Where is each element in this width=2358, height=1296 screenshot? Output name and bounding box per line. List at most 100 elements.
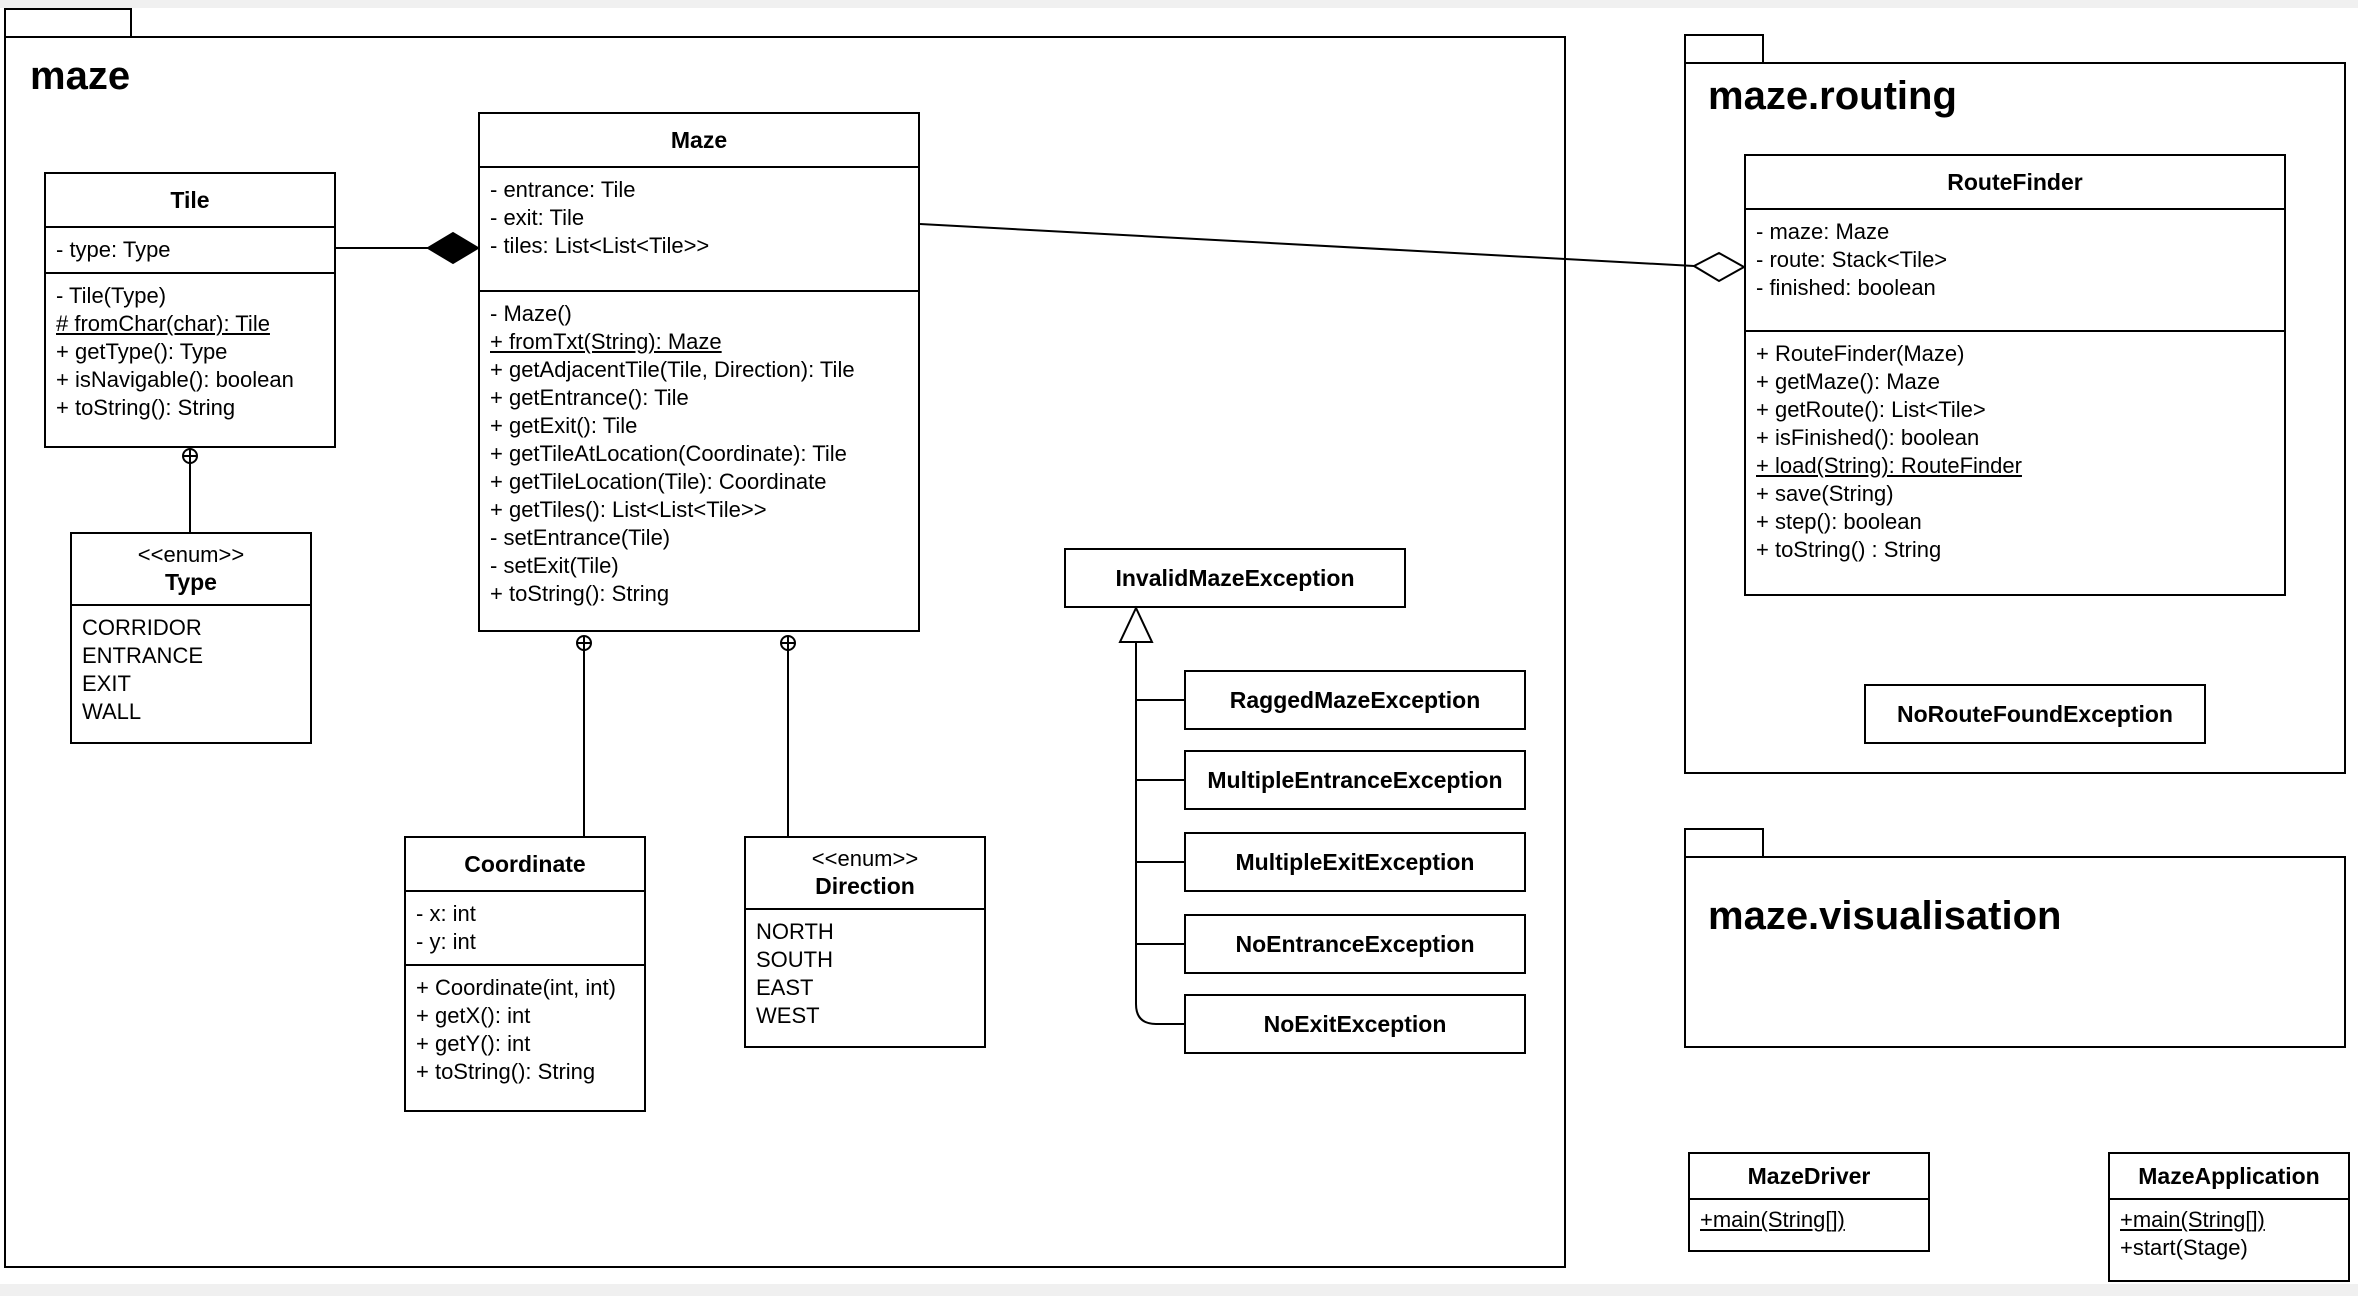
aggregation-line [919, 223, 1695, 267]
attribute: - maze: Maze [1756, 219, 1890, 244]
exception-ragged-maze[interactable]: RaggedMazeException [1184, 670, 1526, 730]
attribute: - y: int [416, 929, 476, 954]
enum-direction-values: NORTH SOUTH EAST WEST [746, 910, 984, 1046]
exception-multiple-entrance[interactable]: MultipleEntranceException [1184, 750, 1526, 810]
aggregation-diamond [1691, 251, 1747, 283]
method: - setEntrance(Tile) [490, 525, 671, 550]
package-visualisation [1684, 856, 2346, 1048]
method: + getY(): int [416, 1031, 531, 1056]
method: + getMaze(): Maze [1756, 369, 1941, 394]
class-routefinder[interactable]: RouteFinder - maze: Maze - route: Stack<… [1744, 154, 2286, 596]
method: + Coordinate(int, int) [416, 975, 616, 1000]
class-tile[interactable]: Tile - type: Type - Tile(Type) # fromCha… [44, 172, 336, 448]
enum-value: NORTH [756, 919, 834, 944]
method: + getExit(): Tile [490, 413, 638, 438]
enum-type[interactable]: <<enum>> Type CORRIDOR ENTRANCE EXIT WAL… [70, 532, 312, 744]
class-mazeapplication-methods: +main(String[]) +start(Stage) [2110, 1200, 2348, 1280]
generalization-trunk [1135, 642, 1184, 1025]
class-mazedriver[interactable]: MazeDriver +main(String[]) [1688, 1152, 1930, 1252]
enum-value: ENTRANCE [82, 643, 204, 668]
enum-value: EXIT [82, 671, 131, 696]
method: + isNavigable(): boolean [56, 367, 294, 392]
enum-direction-name: Direction [815, 873, 915, 899]
enum-value: SOUTH [756, 947, 833, 972]
method: + getTiles(): List<List<Tile>> [490, 497, 767, 522]
class-tile-name: Tile [46, 174, 334, 228]
method-static: +main(String[]) [1700, 1207, 1845, 1232]
attribute: - type: Type [56, 237, 171, 262]
exception-no-route-found[interactable]: NoRouteFoundException [1864, 684, 2206, 744]
method: + getEntrance(): Tile [490, 385, 689, 410]
method: + toString() : String [1756, 537, 1942, 562]
class-maze-name: Maze [480, 114, 918, 168]
enum-value: EAST [756, 975, 814, 1000]
exception-no-exit[interactable]: NoExitException [1184, 994, 1526, 1054]
exception-multiple-exit[interactable]: MultipleExitException [1184, 832, 1526, 892]
method-static: # fromChar(char): Tile [56, 311, 270, 336]
class-tile-attributes: - type: Type [46, 228, 334, 274]
package-visualisation-tab [1684, 828, 1764, 858]
package-routing-label: maze.routing [1708, 74, 1957, 118]
enum-type-name: Type [165, 569, 217, 595]
attribute: - x: int [416, 901, 476, 926]
method: + toString(): String [56, 395, 236, 420]
method-static: + fromTxt(String): Maze [490, 329, 722, 354]
attribute: - entrance: Tile [490, 177, 636, 202]
class-mazedriver-methods: +main(String[]) [1690, 1200, 1928, 1250]
attribute: - exit: Tile [490, 205, 585, 230]
package-visualisation-label: maze.visualisation [1708, 894, 2062, 938]
class-maze-methods: - Maze() + fromTxt(String): Maze + getAd… [480, 292, 918, 630]
method: + getType(): Type [56, 339, 228, 364]
class-tile-methods: - Tile(Type) # fromChar(char): Tile + ge… [46, 274, 334, 446]
method: + getTileAtLocation(Coordinate): Tile [490, 441, 847, 466]
package-maze-label: maze [30, 54, 131, 98]
composition-diamond [426, 231, 480, 265]
method: + getTileLocation(Tile): Coordinate [490, 469, 827, 494]
method-static: + load(String): RouteFinder [1756, 453, 2022, 478]
class-mazeapplication-name: MazeApplication [2110, 1154, 2348, 1200]
enum-type-values: CORRIDOR ENTRANCE EXIT WALL [72, 606, 310, 742]
enum-value: WEST [756, 1003, 820, 1028]
class-maze-attributes: - entrance: Tile - exit: Tile - tiles: L… [480, 168, 918, 292]
method: + save(String) [1756, 481, 1894, 506]
bottom-strip [0, 1284, 2358, 1296]
method: +start(Stage) [2120, 1235, 2248, 1260]
method: + isFinished(): boolean [1756, 425, 1980, 450]
method-static: +main(String[]) [2120, 1207, 2265, 1232]
method: + step(): boolean [1756, 509, 1922, 534]
method: + getX(): int [416, 1003, 531, 1028]
top-strip [0, 0, 2358, 8]
stereotype: <<enum>> [811, 846, 919, 871]
method: + RouteFinder(Maze) [1756, 341, 1965, 366]
class-mazedriver-name: MazeDriver [1690, 1154, 1928, 1200]
class-coordinate-name: Coordinate [406, 838, 644, 892]
method: + getRoute(): List<Tile> [1756, 397, 1986, 422]
attribute: - route: Stack<Tile> [1756, 247, 1948, 272]
class-coordinate[interactable]: Coordinate - x: int - y: int + Coordinat… [404, 836, 646, 1112]
class-maze[interactable]: Maze - entrance: Tile - exit: Tile - til… [478, 112, 920, 632]
attribute: - finished: boolean [1756, 275, 1936, 300]
class-coordinate-attributes: - x: int - y: int [406, 892, 644, 966]
enum-type-header: <<enum>> Type [72, 534, 310, 606]
class-routefinder-methods: + RouteFinder(Maze) + getMaze(): Maze + … [1746, 332, 2284, 594]
enum-direction[interactable]: <<enum>> Direction NORTH SOUTH EAST WEST [744, 836, 986, 1048]
method: + toString(): String [416, 1059, 596, 1084]
class-routefinder-name: RouteFinder [1746, 156, 2284, 210]
class-routefinder-attributes: - maze: Maze - route: Stack<Tile> - fini… [1746, 210, 2284, 332]
enum-direction-header: <<enum>> Direction [746, 838, 984, 910]
method: + getAdjacentTile(Tile, Direction): Tile [490, 357, 855, 382]
exception-no-entrance[interactable]: NoEntranceException [1184, 914, 1526, 974]
generalization-arrowhead [1118, 605, 1154, 643]
class-coordinate-methods: + Coordinate(int, int) + getX(): int + g… [406, 966, 644, 1110]
attribute: - tiles: List<List<Tile>> [490, 233, 710, 258]
enum-value: CORRIDOR [82, 615, 202, 640]
exception-invalid-maze[interactable]: InvalidMazeException [1064, 548, 1406, 608]
method: - setExit(Tile) [490, 553, 619, 578]
method: - Tile(Type) [56, 283, 167, 308]
package-routing-tab [1684, 34, 1764, 64]
class-mazeapplication[interactable]: MazeApplication +main(String[]) +start(S… [2108, 1152, 2350, 1282]
enum-value: WALL [82, 699, 142, 724]
method: + toString(): String [490, 581, 670, 606]
